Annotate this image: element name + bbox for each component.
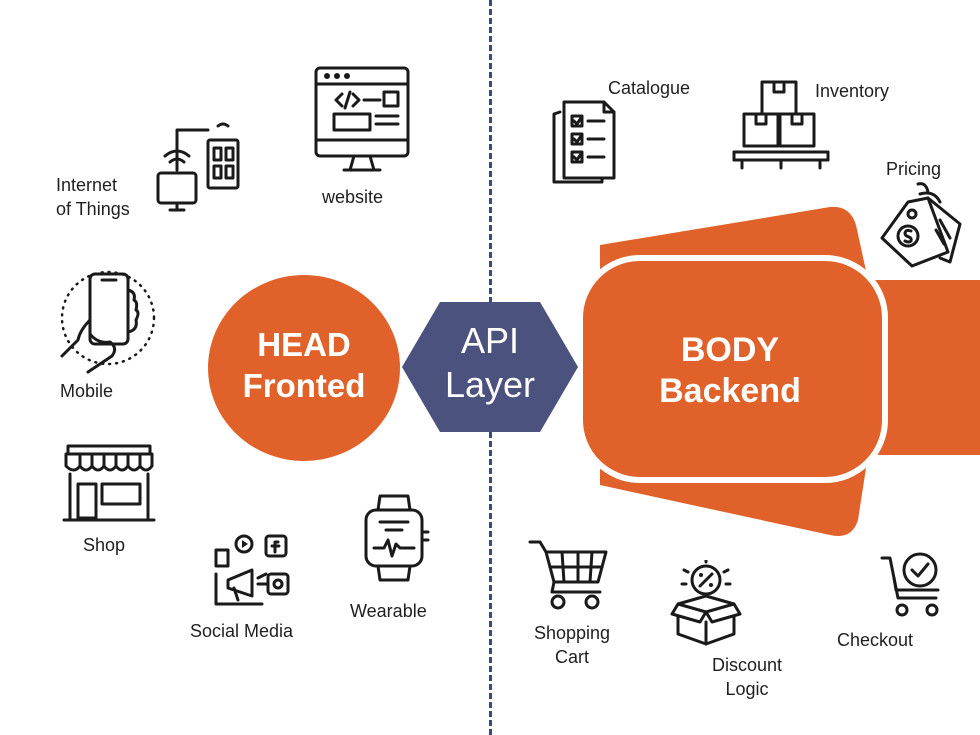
smartwatch-icon — [364, 494, 430, 582]
mobile-label: Mobile — [60, 381, 114, 401]
head-subtitle: Fronted — [242, 367, 366, 404]
api-subtitle: Layer — [444, 364, 536, 405]
shop-label: Shop — [83, 535, 126, 555]
mobile-hand-icon — [60, 270, 156, 374]
price-tag-icon — [880, 182, 962, 268]
body-subtitle: Backend — [659, 372, 801, 410]
body-title: BODY — [680, 331, 780, 369]
storefront-icon — [62, 444, 156, 522]
website-label: website — [322, 187, 384, 207]
iot-label-line2: of Things — [56, 199, 130, 219]
checkout-label: Checkout — [837, 630, 914, 650]
api-layer-hexagon — [402, 302, 578, 432]
head-frontend-circle — [208, 275, 400, 461]
iot-devices-icon — [156, 122, 240, 212]
catalogue-label: Catalogue — [608, 78, 691, 98]
shopping-cart-icon — [528, 540, 608, 610]
discount-box-icon — [670, 560, 742, 646]
inventory-label: Inventory — [815, 81, 890, 101]
social-media-label: Social Media — [190, 621, 294, 641]
head-title: HEAD — [257, 326, 351, 363]
social-media-icon — [214, 534, 290, 606]
cart-label-line1: Shopping — [533, 623, 611, 643]
cart-label-line2: Cart — [554, 647, 589, 667]
pricing-label: Pricing — [886, 159, 942, 179]
website-monitor-icon — [314, 66, 410, 172]
api-title: API — [460, 320, 520, 361]
cart-check-icon — [880, 552, 940, 617]
discount-label-line1: Discount — [711, 655, 783, 675]
iot-label-line1: Internet — [56, 175, 118, 195]
wearable-label: Wearable — [350, 601, 427, 621]
boxes-pallet-icon — [732, 80, 830, 170]
discount-label-line2: Logic — [725, 679, 769, 699]
checklist-icon — [552, 100, 616, 184]
